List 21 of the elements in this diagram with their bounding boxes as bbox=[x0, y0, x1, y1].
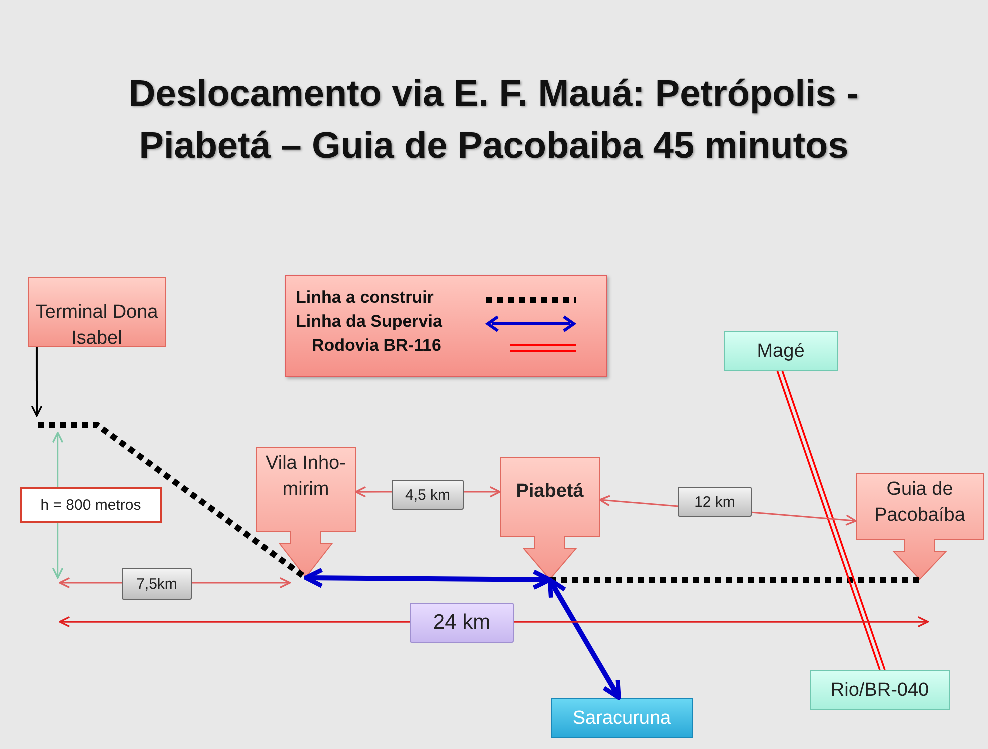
callout-box: Vila Inho-mirim bbox=[256, 447, 356, 578]
place-box: Saracuruna bbox=[551, 698, 693, 738]
title: Deslocamento via E. F. Mauá: Petrópolis - Piabetá – Guia de Pacobaiba 45 minutos bbox=[128, 72, 860, 168]
double-headed-arrow bbox=[548, 578, 622, 700]
legend-label: Linha a construir bbox=[296, 288, 434, 308]
road-line bbox=[776, 370, 886, 671]
arrow bbox=[31, 347, 43, 417]
callout-box: Piabetá bbox=[500, 457, 600, 580]
edge-label: 12 km bbox=[678, 487, 752, 517]
distance-label: 7,5km bbox=[122, 568, 192, 600]
distance-label: 24 km bbox=[410, 603, 514, 643]
dotted-line bbox=[550, 577, 920, 583]
legend-label: Linha da Supervia bbox=[296, 312, 442, 332]
place-box: Terminal Dona Isabel bbox=[28, 277, 166, 347]
double-headed-arrow bbox=[304, 568, 552, 590]
callout-box: Guia de Pacobaíba bbox=[856, 473, 984, 580]
height-label: h = 800 metros bbox=[20, 487, 162, 523]
legend-label: Rodovia BR-116 bbox=[312, 336, 442, 356]
edge-label: 4,5 km bbox=[392, 480, 464, 510]
place-box: Rio/BR-040 bbox=[810, 670, 950, 710]
place-box: Magé bbox=[724, 331, 838, 371]
